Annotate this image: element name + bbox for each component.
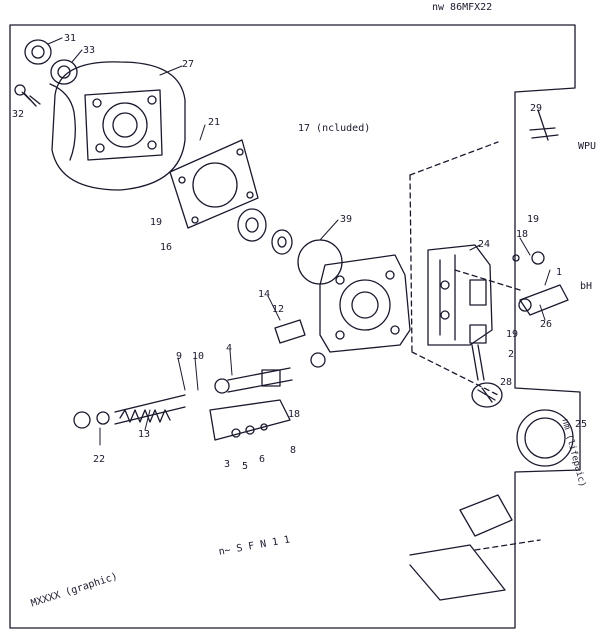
callout-12: 12 (272, 304, 285, 315)
pin-a (469, 324, 487, 381)
diagram-frame (9, 24, 581, 629)
callout-18a: 18 (516, 229, 529, 240)
callout-4: 4 (226, 343, 233, 354)
valve-body (427, 244, 493, 346)
callout-2: 2 (508, 349, 515, 360)
callout-8: 8 (290, 445, 297, 456)
callout-21: 21 (208, 117, 221, 128)
callout-33: 33 (83, 45, 96, 56)
fitting-right (518, 284, 569, 316)
round-cover (516, 409, 574, 467)
callout-17: 17 (ncluded) (298, 123, 371, 134)
o-ring (297, 239, 343, 285)
callout-13: 13 (138, 429, 151, 440)
linkage (409, 494, 541, 601)
relief-plate (209, 399, 291, 441)
callout-3: 3 (224, 459, 231, 470)
seal-rings (24, 39, 78, 161)
callout-19c: 19 (506, 329, 519, 340)
callout-39: 39 (340, 214, 353, 225)
side-text-wpu: WPU (578, 141, 597, 152)
dashed-leaders (409, 141, 521, 396)
callout-6: 6 (259, 454, 266, 465)
callout-28: 28 (500, 377, 513, 388)
callout-19b: 19 (527, 214, 540, 225)
callout-leaders (21, 37, 551, 446)
callout-18b: 18 (288, 409, 301, 420)
fitting-top-right (529, 109, 559, 141)
small-balls (231, 423, 268, 438)
callout-29: 29 (530, 103, 543, 114)
callout-31: 31 (64, 33, 77, 44)
pump-body (319, 254, 411, 353)
callout-32: 32 (12, 109, 25, 120)
header-code: nw 86MFX22 (432, 2, 493, 13)
callout-1: 1 (556, 267, 563, 278)
callout-16: 16 (160, 242, 173, 253)
filter-cap (471, 382, 503, 408)
callout-9: 9 (176, 351, 183, 362)
side-text-bh: bH (580, 281, 593, 292)
callout-26: 26 (540, 319, 553, 330)
front-housing (51, 61, 186, 191)
callout-19a: 19 (150, 217, 163, 228)
union-fitting (274, 319, 326, 368)
relief-valve-stack (73, 367, 293, 429)
gasket-plate (169, 139, 259, 229)
callout-14: 14 (258, 289, 271, 300)
callout-5: 5 (242, 461, 249, 472)
callout-22: 22 (93, 454, 106, 465)
callout-10: 10 (192, 351, 205, 362)
bearing-assembly (237, 208, 293, 255)
bolt-left (14, 84, 41, 107)
callout-24: 24 (478, 239, 491, 250)
callout-27: 27 (182, 59, 195, 70)
small-plug (512, 251, 545, 265)
callout-25: 25 (575, 419, 588, 430)
